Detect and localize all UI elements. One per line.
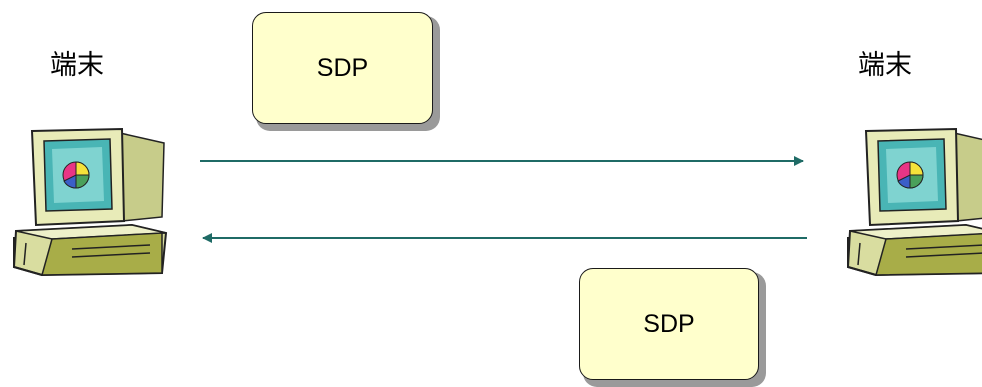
sdp-message-box-bottom: SDP: [579, 268, 759, 380]
sdp-message-box-top: SDP: [252, 12, 433, 124]
left-terminal-label: 端末: [50, 50, 104, 81]
right-terminal-label: 端末: [858, 50, 912, 81]
sdp-top-label: SDP: [316, 53, 369, 82]
sdp-bottom-label: SDP: [643, 309, 695, 338]
